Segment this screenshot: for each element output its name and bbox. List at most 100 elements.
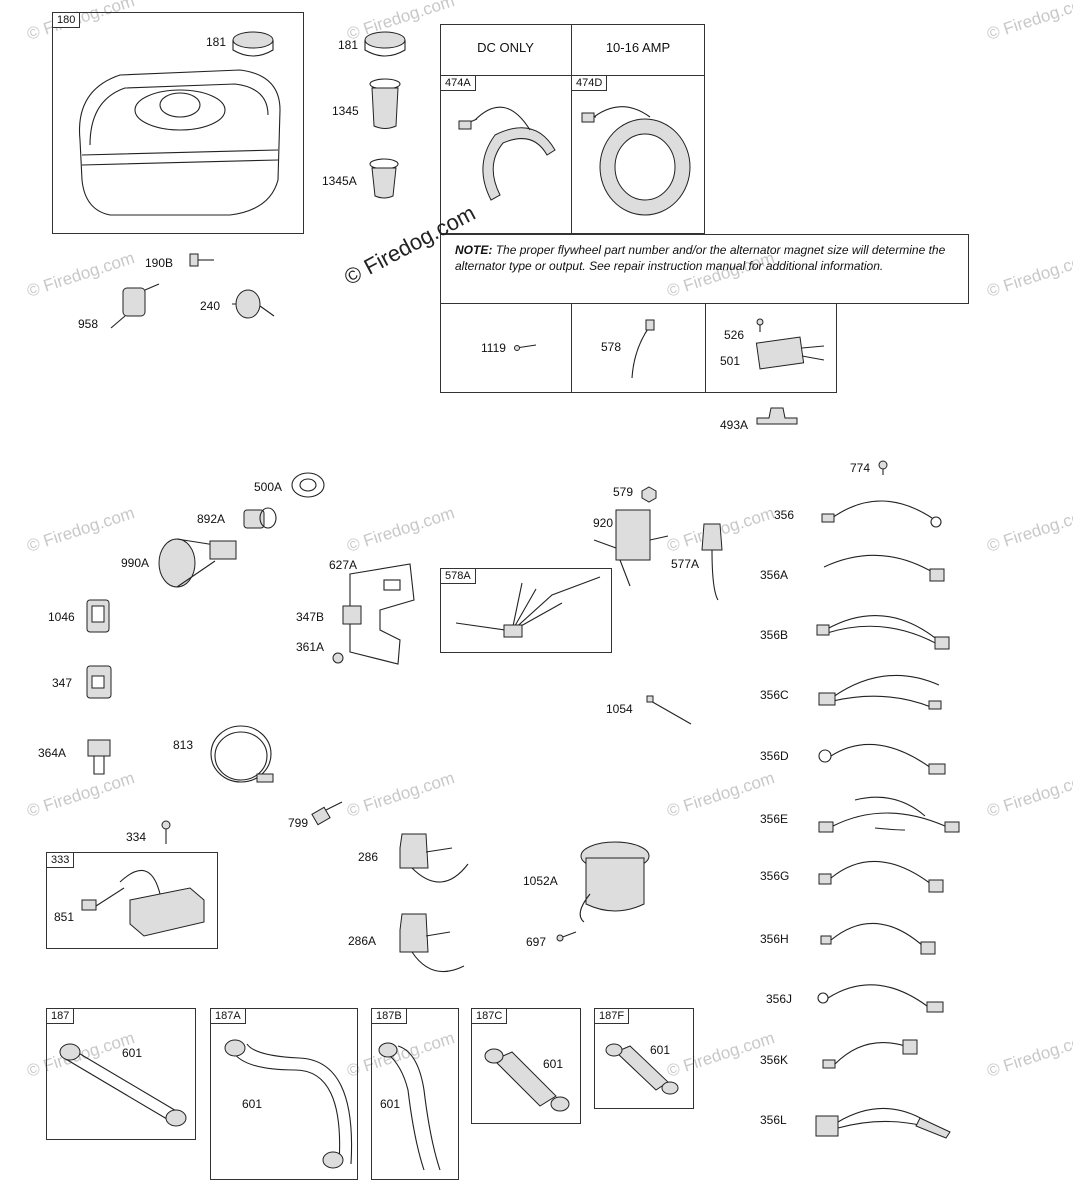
oil-sensor-icon <box>87 739 111 775</box>
part-label-799: 799 <box>288 816 309 830</box>
fuel-tank-drawing <box>78 69 281 216</box>
box-187B: 187B <box>371 1008 459 1180</box>
part-label-601: 601 <box>650 1043 671 1057</box>
part-label-347B: 347B <box>296 610 325 624</box>
wire-harness-356K <box>822 1039 918 1069</box>
wire-icon <box>631 319 655 379</box>
header-10-16-amp: 10-16 AMP <box>605 40 671 55</box>
part-label-851: 851 <box>54 910 75 924</box>
part-label-601: 601 <box>122 1046 143 1060</box>
ignition-coil-drawing <box>81 869 205 937</box>
control-bracket-drawing <box>349 563 415 665</box>
part-label-356L: 356L <box>760 1113 787 1127</box>
part-label-920: 920 <box>593 516 614 530</box>
part-label-347: 347 <box>52 676 73 690</box>
fuel-strainer-icon <box>369 158 399 199</box>
alternator-474A-drawing <box>458 106 556 201</box>
part-label-286A: 286A <box>348 934 377 948</box>
part-label-181: 181 <box>206 35 227 49</box>
nut-icon <box>641 486 657 503</box>
part-label-190B: 190B <box>145 256 174 270</box>
part-label-356C: 356C <box>760 688 789 702</box>
box-187A: 187A <box>210 1008 358 1180</box>
part-label-364A: 364A <box>38 746 67 760</box>
part-label-240: 240 <box>200 299 221 313</box>
part-label-526: 526 <box>724 328 745 342</box>
part-label-181: 181 <box>338 38 359 52</box>
fuel-line-187-drawing <box>59 1043 187 1127</box>
screw-icon <box>514 344 537 351</box>
watermark: © Firedog.com <box>984 1028 1073 1081</box>
cable-tie-icon <box>646 695 692 725</box>
note-text: The proper flywheel part number and/or t… <box>455 243 946 273</box>
part-label-356: 356 <box>774 508 795 522</box>
part-label-601: 601 <box>543 1057 564 1071</box>
part-label-334: 334 <box>126 830 147 844</box>
box-578A: 578A <box>440 568 612 653</box>
box-180: 180 <box>52 12 304 234</box>
bracket-icon <box>756 407 798 425</box>
washer-icon <box>291 472 325 498</box>
wire-harness-356D <box>818 744 946 775</box>
box-tag-180: 180 <box>52 12 81 28</box>
rectifier-drawing <box>399 833 469 883</box>
rocker-switch-icon <box>86 665 112 699</box>
starter-solenoid-drawing <box>579 841 650 923</box>
wire-harness-356G <box>818 860 944 893</box>
part-label-774: 774 <box>850 461 871 475</box>
part-label-579: 579 <box>613 485 634 499</box>
fuel-line-187A-drawing <box>224 1039 353 1169</box>
solenoid-drawing <box>593 509 669 587</box>
part-label-1052A: 1052A <box>523 874 558 888</box>
box-tag-187A: 187A <box>210 1008 246 1024</box>
parts-row-divider-1 <box>571 303 572 393</box>
part-label-361A: 361A <box>296 640 325 654</box>
box-tag-187C: 187C <box>471 1008 508 1024</box>
part-label-286: 286 <box>358 850 379 864</box>
part-label-356K: 356K <box>760 1053 789 1067</box>
header-dc-only: DC ONLY <box>477 40 534 55</box>
wire-harness-356L <box>815 1107 951 1139</box>
key-switch-icon <box>243 507 277 529</box>
part-label-356A: 356A <box>760 568 789 582</box>
part-label-892A: 892A <box>197 512 226 526</box>
watermark: © Firedog.com <box>984 0 1073 44</box>
box-187C: 187C <box>471 1008 581 1124</box>
box-tag-187F: 187F <box>594 1008 630 1024</box>
part-label-1345: 1345 <box>332 104 359 118</box>
fuel-strainer-icon <box>369 78 401 129</box>
watermark: © Firedog.com <box>344 503 457 556</box>
alternator-divider <box>571 24 572 234</box>
box-187F: 187F <box>594 1008 694 1109</box>
part-label-601: 601 <box>380 1097 401 1111</box>
wire-harness-356C <box>818 674 942 710</box>
part-label-578: 578 <box>601 340 622 354</box>
part-label-356H: 356H <box>760 932 789 946</box>
box-tag-187B: 187B <box>371 1008 407 1024</box>
part-label-493A: 493A <box>720 418 749 432</box>
fuel-cap-icon <box>364 31 406 57</box>
watermark: © Firedog.com <box>984 248 1073 301</box>
part-label-356G: 356G <box>760 869 790 883</box>
fuel-line-187F-drawing <box>605 1043 679 1095</box>
alternator-474D-drawing <box>581 106 691 216</box>
screw-icon <box>189 253 214 267</box>
wire-harness-356B <box>816 614 950 650</box>
fuel-cap-icon <box>232 31 274 57</box>
watermark: © Firedog.com <box>24 768 137 821</box>
box-tag-474A: 474A <box>440 75 476 91</box>
screw-icon <box>332 652 344 664</box>
switch-icon <box>342 605 362 625</box>
box-tag-474D: 474D <box>571 75 608 91</box>
wire-harness-356 <box>821 500 942 528</box>
box-tag-187: 187 <box>46 1008 75 1024</box>
choke-knob-icon <box>158 538 237 588</box>
screw-icon <box>878 460 888 475</box>
regulator-icon <box>755 318 825 370</box>
part-label-1054: 1054 <box>606 702 633 716</box>
watermark: © Firedog.com <box>984 768 1073 821</box>
fuel-line-187C-drawing <box>484 1048 570 1112</box>
spark-plug-cap-icon <box>701 523 723 601</box>
box-tag-578A: 578A <box>440 568 476 584</box>
watermark: © Firedog.com <box>24 503 137 556</box>
